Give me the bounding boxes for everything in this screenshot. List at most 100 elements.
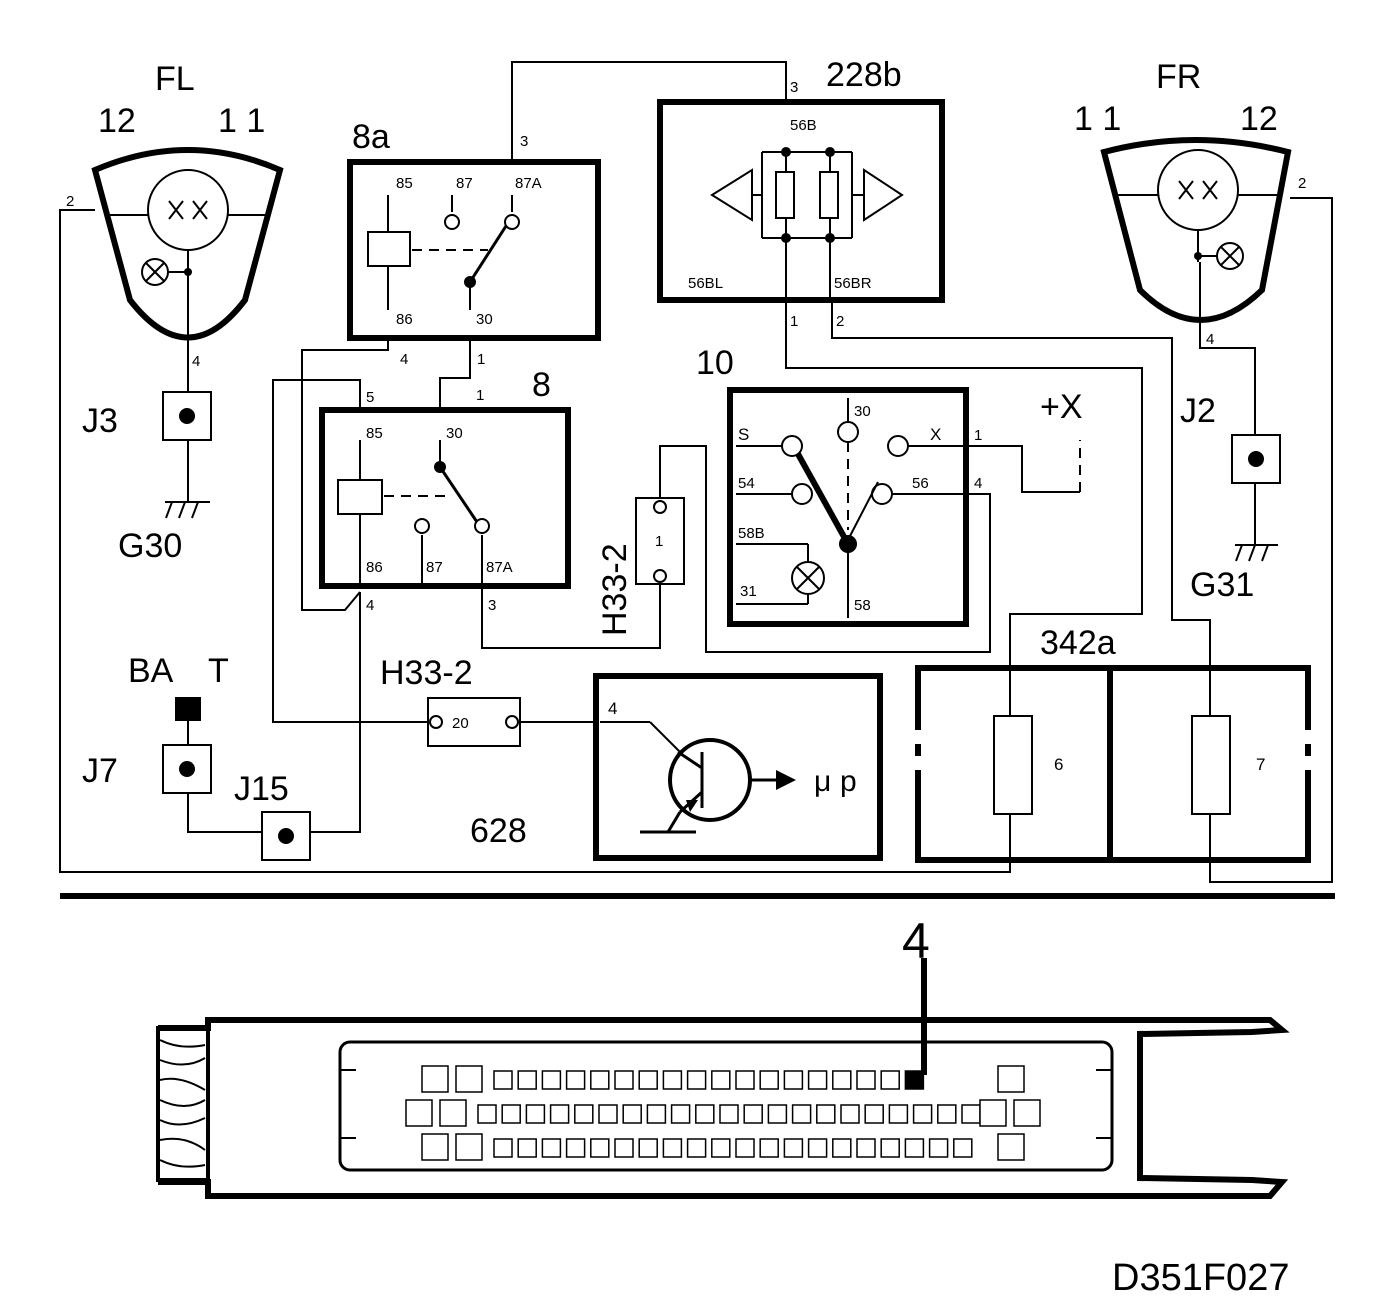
battery-terminal-icon [175, 697, 201, 721]
ecu-pin [590, 1070, 610, 1090]
lamp-fr [1100, 137, 1292, 323]
plus-x-label: +X [1040, 388, 1083, 426]
ecu-pin [864, 1104, 884, 1124]
relay-8a-label: 8a [352, 118, 390, 156]
ecu-pin [719, 1104, 739, 1124]
relay-8a-pin-86: 86 [396, 311, 413, 328]
connector-j2-label: J2 [1180, 392, 1216, 430]
ecu-pin [888, 1104, 909, 1124]
fuse-6 [993, 715, 1033, 815]
ecu-pin [565, 1070, 586, 1090]
ecu-pin [711, 1138, 731, 1158]
ecu-pin [525, 1104, 546, 1124]
relay-8-pin-85: 85 [366, 425, 383, 442]
ecu-pin [997, 1065, 1025, 1093]
lamp-fl-pin-4: 4 [192, 353, 200, 370]
relay-8-label: 8 [532, 366, 551, 404]
ecu-pin [405, 1099, 433, 1127]
fuse-box-342a-label: 342a [1040, 624, 1116, 662]
ecu-pin [686, 1070, 707, 1090]
ecu-pin [421, 1133, 449, 1161]
ecu-pin [565, 1138, 586, 1158]
wire-4b-label: 4 [366, 597, 374, 614]
flasher-wire-1: 1 [790, 313, 798, 330]
wire-3-label: 3 [520, 133, 528, 150]
switch-wire-1: 1 [974, 427, 982, 444]
ecu-pin [670, 1104, 691, 1124]
ecu-pin [856, 1138, 876, 1158]
ecu-pin-label: 4 [902, 913, 930, 969]
lamp-fr-term-11: 1 1 [1074, 100, 1121, 138]
ecu-pin [807, 1138, 828, 1158]
flasher-pin-56b: 56B [790, 117, 817, 134]
ecu-pin [807, 1070, 828, 1090]
flasher-pin-56br: 56BR [834, 275, 872, 292]
ecu-pin [662, 1070, 683, 1090]
ecu-pin [767, 1104, 788, 1124]
flasher-wire-2: 2 [836, 313, 844, 330]
ecu-pin [662, 1138, 683, 1158]
wire-3b-label: 3 [488, 597, 496, 614]
lamp-fr-term-12: 12 [1240, 100, 1278, 138]
connector-h33-horizontal-label: H33-2 [380, 654, 473, 692]
relay-8-pin-87a: 87A [486, 559, 513, 576]
fuse-7-label: 7 [1256, 755, 1265, 774]
switch-pin-58b: 58B [738, 525, 765, 542]
connector-j3-label: J3 [82, 402, 118, 440]
connector-j15 [261, 811, 311, 861]
ecu-pin [574, 1104, 594, 1124]
ecu-pin [455, 1133, 483, 1161]
ecu-pin [735, 1070, 755, 1090]
battery-label-ba: BA [128, 652, 174, 690]
ecu-pin [832, 1138, 852, 1158]
ecu-pin [856, 1070, 876, 1090]
wire-4a-label: 4 [400, 351, 408, 368]
ecu-pin [783, 1138, 804, 1158]
lamp-fr-label: FR [1156, 58, 1201, 96]
ecu-pin [695, 1104, 715, 1124]
connector-j15-label: J15 [234, 770, 289, 808]
switch-10-label: 10 [696, 344, 734, 382]
ecu-pin-highlighted [904, 1070, 925, 1090]
ecu-pin [517, 1070, 537, 1090]
ecu-pin [997, 1133, 1025, 1161]
ecu-pin [590, 1138, 610, 1158]
module-628-label: 628 [470, 812, 527, 850]
switch-pin-s: S [738, 425, 749, 444]
connector-h33-vertical-pin: 1 [655, 533, 663, 550]
ecu-pin [759, 1138, 779, 1158]
fuse-7 [1191, 715, 1231, 815]
ecu-pin [686, 1138, 707, 1158]
relay-8-pin-30: 30 [446, 425, 463, 442]
ecu-pin [832, 1070, 852, 1090]
connector-j7-label: J7 [82, 752, 118, 790]
ecu-pin [880, 1070, 900, 1090]
ecu-pin [743, 1104, 763, 1124]
ecu-pin [598, 1104, 618, 1124]
lamp-fl-term-12: 12 [98, 102, 136, 140]
connector-h33-vertical-label: H33-2 [596, 543, 634, 636]
flasher-228b-label: 228b [826, 56, 902, 94]
ecu-pin [783, 1070, 804, 1090]
ecu-pin [477, 1104, 497, 1124]
ecu-pin [904, 1138, 925, 1158]
ecu-pin [517, 1138, 537, 1158]
module-628-mu: μ [814, 765, 831, 798]
fuse-6-label: 6 [1054, 755, 1063, 774]
lamp-filament-icon [1178, 180, 1194, 200]
ecu-pin [421, 1065, 449, 1093]
ecu-connector [156, 1017, 1290, 1199]
ecu-pin [549, 1104, 570, 1124]
relay-8a-pin-87: 87 [456, 175, 473, 192]
ecu-pin [791, 1104, 812, 1124]
ecu-pin [759, 1070, 779, 1090]
relay-8a-pin-30: 30 [476, 311, 493, 328]
connector-j2 [1231, 434, 1281, 484]
switch-pin-54: 54 [738, 475, 755, 492]
ecu-pin [840, 1104, 860, 1124]
ecu-pin [880, 1138, 900, 1158]
connector-h33-horizontal-pin: 20 [452, 715, 469, 732]
ecu-pin [928, 1138, 949, 1158]
ecu-pin [493, 1138, 513, 1158]
flasher-pin-56bl: 56BL [688, 275, 723, 292]
